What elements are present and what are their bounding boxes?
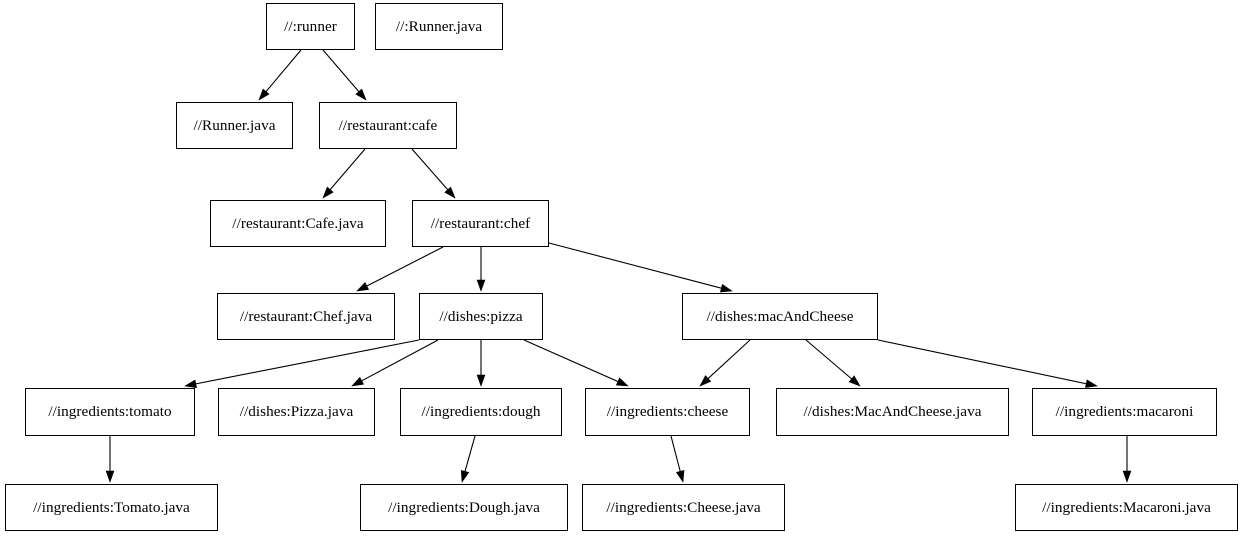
graph-node-cafe_java[interactable]: //restaurant:Cafe.java bbox=[210, 200, 386, 247]
graph-node-dishes_mac[interactable]: //dishes:macAndCheese bbox=[682, 293, 878, 340]
graph-node-tomato_java[interactable]: //ingredients:Tomato.java bbox=[5, 484, 218, 531]
graph-node-label: //dishes:Pizza.java bbox=[239, 403, 354, 421]
graph-node-cheese_java[interactable]: //ingredients:Cheese.java bbox=[582, 484, 785, 531]
graph-node-label: //restaurant:Cafe.java bbox=[232, 214, 364, 232]
graph-node-label: //ingredients:macaroni bbox=[1055, 403, 1194, 421]
graph-node-label: //restaurant:Chef.java bbox=[239, 307, 373, 325]
graph-node-label: //restaurant:chef bbox=[430, 214, 531, 232]
graph-node-restaurant_cafe[interactable]: //restaurant:cafe bbox=[319, 102, 457, 149]
graph-node-ing_dough[interactable]: //ingredients:dough bbox=[400, 388, 562, 436]
graph-node-label: //dishes:MacAndCheese.java bbox=[803, 403, 982, 421]
graph-node-label: //ingredients:cheese bbox=[606, 403, 729, 421]
graph-node-macaroni_java[interactable]: //ingredients:Macaroni.java bbox=[1015, 484, 1238, 531]
graph-node-label: //ingredients:Macaroni.java bbox=[1042, 498, 1211, 516]
graph-node-runner[interactable]: //:runner bbox=[266, 3, 355, 50]
graph-node-runner_java[interactable]: //Runner.java bbox=[176, 102, 293, 149]
graph-node-runner_java_root[interactable]: //:Runner.java bbox=[375, 3, 503, 50]
graph-node-label: //dishes:macAndCheese bbox=[706, 307, 854, 325]
graph-node-ing_cheese[interactable]: //ingredients:cheese bbox=[585, 388, 750, 436]
graph-node-label: //:Runner.java bbox=[395, 17, 483, 35]
graph-node-pizza_java[interactable]: //dishes:Pizza.java bbox=[218, 388, 375, 436]
graph-node-label: //Runner.java bbox=[193, 116, 276, 134]
graph-node-label: //:runner bbox=[284, 17, 337, 35]
graph-node-label: //restaurant:cafe bbox=[338, 116, 438, 134]
graph-node-chef_java[interactable]: //restaurant:Chef.java bbox=[217, 293, 395, 340]
graph-node-label: //ingredients:Cheese.java bbox=[606, 498, 761, 516]
graph-node-label: //dishes:pizza bbox=[439, 307, 523, 325]
graph-node-restaurant_chef[interactable]: //restaurant:chef bbox=[412, 200, 549, 247]
graph-node-mac_java[interactable]: //dishes:MacAndCheese.java bbox=[776, 388, 1009, 436]
graph-node-ing_tomato[interactable]: //ingredients:tomato bbox=[25, 388, 195, 436]
graph-node-label: //ingredients:Dough.java bbox=[388, 498, 540, 516]
graph-node-label: //ingredients:dough bbox=[421, 403, 541, 421]
graph-node-label: //ingredients:tomato bbox=[48, 403, 172, 421]
graph-node-ing_macaroni[interactable]: //ingredients:macaroni bbox=[1032, 388, 1217, 436]
graph-node-dough_java[interactable]: //ingredients:Dough.java bbox=[360, 484, 568, 531]
graph-node-label: //ingredients:Tomato.java bbox=[33, 498, 190, 516]
graph-node-dishes_pizza[interactable]: //dishes:pizza bbox=[419, 293, 543, 340]
